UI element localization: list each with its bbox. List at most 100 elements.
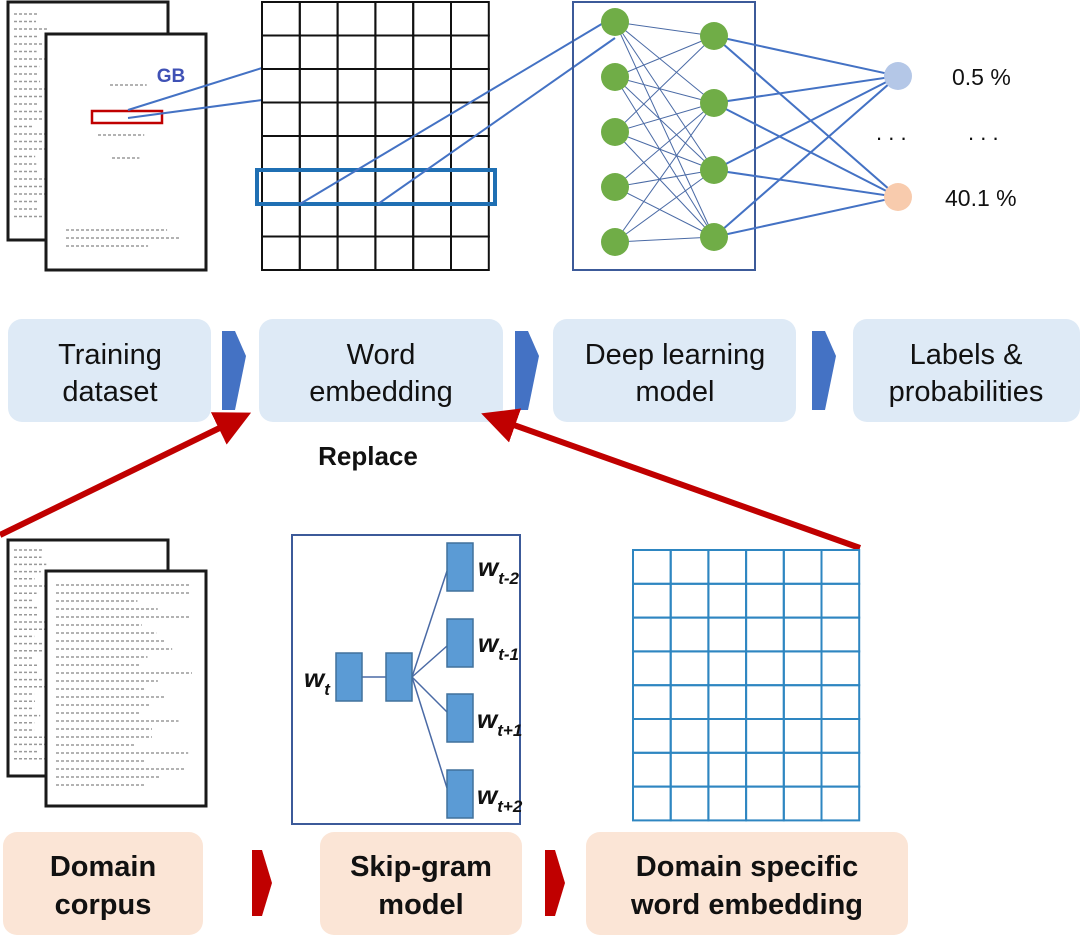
skipgram-connection	[411, 676, 448, 713]
step-domain-specific-embedding: Domain specific word embedding	[586, 832, 908, 935]
process-arrow-icon	[222, 331, 246, 410]
link-line	[127, 99, 263, 119]
step-labels-probabilities: Labels & probabilities	[853, 319, 1080, 422]
word-label-input: wt	[304, 663, 331, 699]
matrix-cell	[669, 650, 710, 687]
step-training-dataset: Training dataset	[8, 319, 211, 422]
matrix-cell	[412, 34, 453, 70]
matrix-cell	[412, 202, 453, 238]
word-label-context: wt+1	[477, 704, 522, 740]
step-label-line: embedding	[309, 376, 453, 408]
skipgram-connection	[411, 676, 448, 789]
matrix-cell	[261, 135, 301, 171]
matrix-cell	[632, 616, 672, 653]
network-edge	[713, 35, 899, 77]
matrix-cell	[261, 68, 301, 104]
matrix-cell	[782, 684, 823, 721]
matrix-cell	[374, 168, 415, 204]
step-label-line: Skip-gram	[350, 851, 492, 883]
matrix-cell	[745, 549, 785, 585]
step-label-line: Training	[58, 339, 162, 371]
matrix-cell	[412, 68, 453, 104]
network-node	[700, 223, 728, 251]
matrix-cell	[669, 751, 710, 788]
document-text-lines	[14, 549, 48, 760]
network-edge	[614, 21, 715, 104]
matrix-cell	[782, 718, 823, 754]
context-block	[446, 693, 474, 743]
matrix-cell	[450, 168, 490, 204]
skipgram-network: wt wt-2 wt-1 wt+1 wt+2	[304, 542, 523, 819]
step-domain-corpus: Domain corpus	[3, 832, 203, 935]
matrix-cell	[374, 135, 415, 171]
matrix-cell	[632, 718, 672, 754]
matrix-cell	[298, 168, 339, 204]
network-node	[700, 22, 728, 50]
step-label-line: Word	[347, 339, 416, 371]
step-label-line: word embedding	[630, 889, 863, 921]
network-node	[700, 156, 728, 184]
matrix-cell	[745, 718, 785, 754]
matrix-cell	[374, 1, 415, 37]
replace-arrow-icon	[0, 412, 252, 538]
network-edge	[614, 76, 715, 171]
matrix-cell	[820, 549, 861, 585]
matrix-cell	[632, 785, 672, 822]
matrix-cell	[820, 684, 861, 721]
matrix-cell	[374, 34, 415, 70]
matrix-cell	[450, 235, 490, 271]
network-edge	[614, 102, 715, 243]
step-label-line: probabilities	[889, 376, 1044, 408]
link-line	[127, 67, 263, 111]
word-label-context: wt-2	[478, 552, 520, 588]
matrix-cell	[820, 582, 861, 619]
domain-embedding-matrix	[632, 549, 861, 822]
matrix-cell	[820, 616, 861, 653]
matrix-cell	[707, 549, 748, 585]
step-deep-learning-model: Deep learning model	[553, 319, 796, 422]
matrix-cell	[336, 168, 377, 204]
replace-label: Replace	[318, 441, 418, 471]
network-edge	[614, 169, 715, 188]
gb-badge: GB	[157, 66, 186, 87]
matrix-cell	[632, 751, 672, 788]
process-arrow-icon	[545, 850, 565, 916]
matrix-cell	[745, 751, 785, 788]
step-label-line: Deep learning	[585, 339, 766, 371]
matrix-cell	[412, 135, 453, 171]
matrix-cell	[298, 235, 339, 271]
network-frame	[572, 1, 756, 271]
domain-corpus-documents	[6, 538, 208, 808]
matrix-cell	[820, 785, 861, 822]
network-edge	[614, 169, 715, 243]
network-edge	[713, 75, 899, 238]
matrix-cell	[261, 168, 301, 204]
highlighted-term-box	[90, 109, 164, 125]
matrix-cell	[707, 582, 748, 619]
matrix-cell	[669, 549, 710, 585]
input-layer-block	[335, 652, 363, 702]
matrix-cell	[336, 68, 377, 104]
matrix-cell	[669, 718, 710, 754]
network-node	[700, 89, 728, 117]
step-word-embedding: Word embedding	[259, 319, 503, 422]
step-label-line: dataset	[62, 376, 157, 408]
matrix-cell	[261, 1, 301, 37]
matrix-cell	[745, 785, 785, 822]
step-label-line: Domain	[50, 851, 156, 883]
matrix-cell	[261, 34, 301, 70]
document-text-lines	[14, 13, 48, 218]
matrix-cell	[450, 1, 490, 37]
matrix-cell	[745, 684, 785, 721]
matrix-cell	[669, 582, 710, 619]
network-edge	[614, 35, 715, 78]
matrix-cell	[669, 785, 710, 822]
matrix-cell	[782, 785, 823, 822]
matrix-cell	[450, 202, 490, 238]
network-edge	[614, 21, 715, 238]
matrix-cell	[336, 202, 377, 238]
matrix-cell	[707, 684, 748, 721]
process-arrow-icon	[812, 331, 836, 410]
matrix-cell	[450, 135, 490, 171]
network-node	[601, 173, 629, 201]
